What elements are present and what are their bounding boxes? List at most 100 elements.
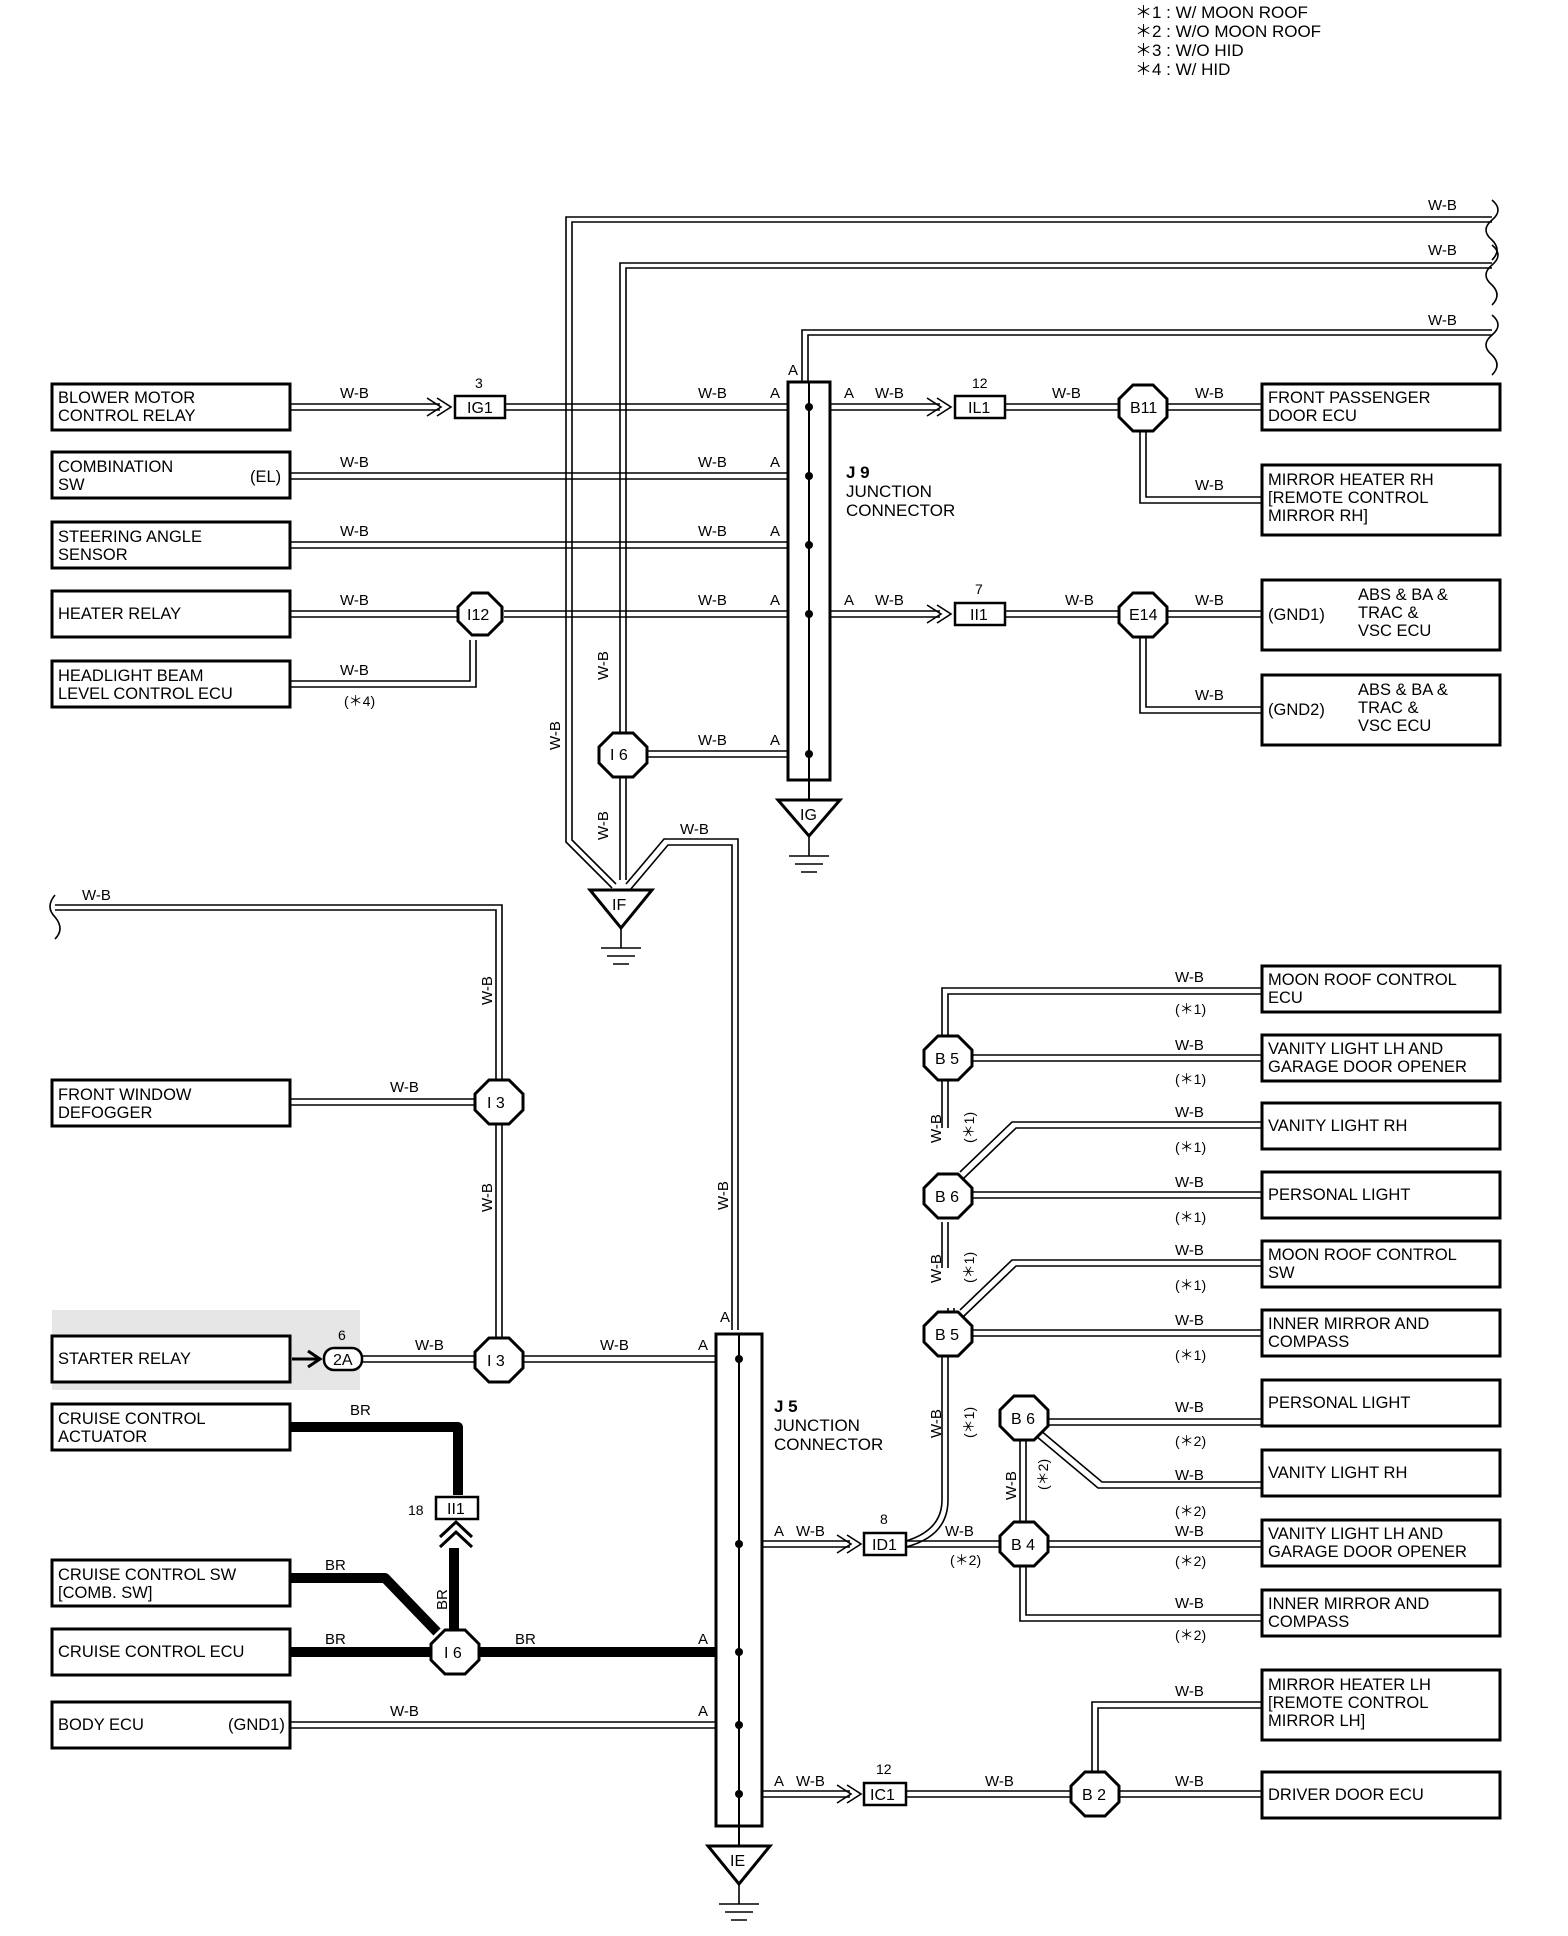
splice-label: I 3 (487, 1353, 505, 1370)
component-label: HEATER RELAY (58, 605, 181, 623)
driver-door-ecu (1260, 1770, 1502, 1820)
wire-label: W-B (985, 1773, 1014, 1790)
wire-label: W-B (595, 651, 612, 680)
personal-light-1 (1260, 1170, 1502, 1220)
wire-label: W-B (1175, 1399, 1204, 1416)
top-wire-loops: W-B W-B W-B W-B W-B W-B A (547, 197, 1499, 889)
splice-i6-top: I 6 (597, 731, 649, 779)
upper-right-components: FRONT PASSENGER DOOR ECU MIRROR HEATER R… (1260, 382, 1502, 747)
component-label: ABS & BA & (1358, 586, 1448, 604)
mirror-heater-rh (1260, 463, 1502, 537)
component-label: LEVEL CONTROL ECU (58, 685, 233, 703)
wire-label: W-B (340, 523, 369, 540)
steering-angle-sensor (50, 520, 292, 570)
wire-label: W-B (340, 454, 369, 471)
wire-label: W-B (390, 1703, 419, 1720)
cruise-control-ecu (50, 1627, 292, 1677)
pin-label: A (844, 385, 854, 402)
cruise-control-sw (50, 1558, 292, 1608)
component-label: GARAGE DOOR OPENER (1268, 1058, 1467, 1076)
pin-label: A (774, 1523, 784, 1540)
component-label: COMPASS (1268, 1613, 1349, 1631)
component-label: DOOR ECU (1268, 407, 1357, 425)
wire-label: W-B (698, 523, 727, 540)
mirror-heater-lh (1260, 1668, 1502, 1742)
component-label: STARTER RELAY (58, 1350, 191, 1368)
pin-label: A (698, 1337, 708, 1354)
pin-number: 3 (475, 375, 483, 391)
splice-label: B 5 (935, 1051, 959, 1068)
wire-label: W-B (1175, 1242, 1204, 1259)
note-label: (＊4) (344, 693, 375, 709)
upper-wires: IG1 3 W-B W-B A W-B W-B A W-B W-B A W-B … (290, 375, 788, 1330)
connector-ii1-cruise (434, 1495, 480, 1521)
inner-mirror-1 (1260, 1308, 1502, 1358)
pin-number: 6 (338, 1327, 346, 1343)
component-label: COMBINATION (58, 458, 173, 476)
wire-label: W-B (796, 1773, 825, 1790)
note-label: (＊1) (1175, 1347, 1206, 1363)
component-label: [REMOTE CONTROL (1268, 489, 1428, 507)
wire-label: W-B (1175, 969, 1204, 986)
component-label: [REMOTE CONTROL (1268, 1694, 1428, 1712)
front-window-defogger (50, 1078, 292, 1128)
pin-label: A (844, 592, 854, 609)
headlight-beam-level-control-ecu (50, 659, 292, 709)
connector-2a (322, 1346, 364, 1372)
legend-note-1: ＊1 : W/ MOON ROOF (1135, 3, 1308, 22)
splice-e14 (1117, 591, 1169, 639)
note-label: (＊2) (1175, 1627, 1206, 1643)
splice-label: B 6 (1011, 1411, 1035, 1428)
front-passenger-door-ecu (1260, 382, 1502, 432)
lower-right-splices: B 5 B 6 B 5 B 6 B 4 (922, 1034, 1050, 1568)
wire-label: W-B (1003, 1471, 1020, 1500)
pin-label: A (770, 454, 780, 471)
connector-label: IG1 (467, 400, 493, 417)
personal-light-2 (1260, 1378, 1502, 1428)
component-label: VSC ECU (1358, 717, 1431, 735)
junction-label: CONNECTOR (846, 501, 955, 520)
note-label: (＊2) (950, 1552, 981, 1568)
upper-left-components: BLOWER MOTOR CONTROL RELAY COMBINATION S… (50, 382, 292, 709)
component-label: VSC ECU (1358, 622, 1431, 640)
component-label: CRUISE CONTROL ECU (58, 1643, 244, 1661)
component-label: FRONT PASSENGER (1268, 389, 1431, 407)
component-label: MIRROR HEATER RH (1268, 471, 1434, 489)
component-label: COMPASS (1268, 1333, 1349, 1351)
pin-number: 8 (880, 1511, 888, 1527)
splice-label: B11 (1130, 400, 1157, 417)
junction-j5: J 5 JUNCTION CONNECTOR (714, 1332, 883, 1846)
lower-left-wires: W-B W-B W-B W-B W-B W-B A BR BR BR BR BR… (49, 887, 716, 1729)
component-label: HEADLIGHT BEAM (58, 667, 203, 685)
abs-ecu-gnd1 (1260, 578, 1502, 652)
lower-left-splices: I 3 I 3 I 6 (429, 1078, 525, 1676)
terminal-label: (GND1) (1268, 606, 1325, 624)
component-label: SENSOR (58, 546, 128, 564)
wire-label: W-B (1428, 312, 1457, 329)
component-label: SW (58, 476, 85, 494)
wire-label: W-B (1428, 242, 1457, 259)
connector-il1 (953, 394, 1007, 420)
wire-label: W-B (1195, 592, 1224, 609)
splice-label: I 3 (487, 1095, 505, 1112)
wire-label: W-B (698, 592, 727, 609)
connector-id1 (862, 1531, 908, 1557)
wire-label: W-B (479, 976, 496, 1005)
wire-label: W-B (1175, 1595, 1204, 1612)
component-label: ACTUATOR (58, 1428, 147, 1446)
splice-b2 (1069, 1770, 1121, 1818)
wire-label: W-B (415, 1337, 444, 1354)
wire-label: W-B (600, 1337, 629, 1354)
ground-label: IG (800, 807, 817, 824)
connector-ic1 (862, 1781, 908, 1807)
combination-sw (50, 450, 292, 500)
wire-label: W-B (1175, 1467, 1204, 1484)
wire-label: W-B (1195, 477, 1224, 494)
splice-label: I 6 (610, 747, 628, 764)
wire-label: W-B (1428, 197, 1457, 214)
component-label: BODY ECU (58, 1716, 144, 1734)
junction-label: J 5 (774, 1397, 798, 1416)
component-label: MIRROR HEATER LH (1268, 1676, 1431, 1694)
junction-label: JUNCTION (846, 482, 932, 501)
